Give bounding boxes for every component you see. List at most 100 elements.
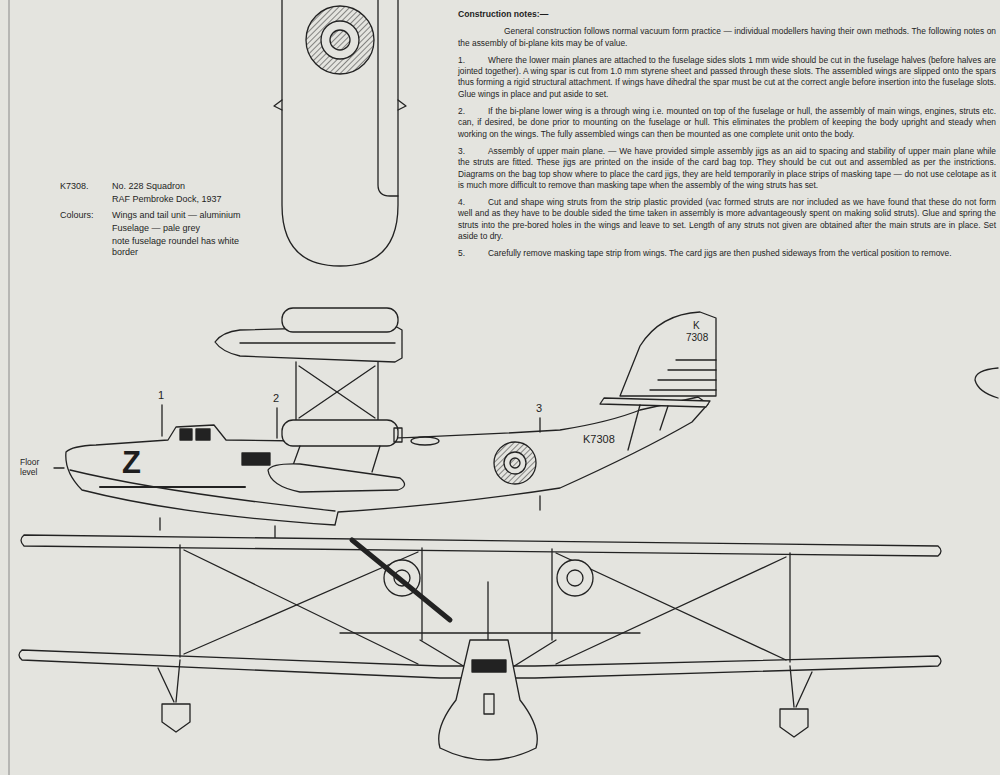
drawing-stroke bbox=[282, 420, 398, 446]
note-row: 1.Where the lower main planes are attach… bbox=[458, 55, 996, 100]
drawing-stroke bbox=[242, 453, 270, 465]
note-number: 3. bbox=[458, 146, 465, 157]
drawing-stroke bbox=[796, 672, 812, 707]
colour-note: Wings and tail unit — aluminium bbox=[112, 210, 241, 221]
colour-note: Fuselage — pale grey bbox=[112, 223, 200, 234]
drawing-stroke bbox=[161, 405, 162, 436]
drawing-stroke bbox=[196, 429, 210, 440]
note-number: 2. bbox=[458, 106, 465, 117]
notes-heading: Construction notes:— bbox=[458, 9, 996, 20]
drawing-stroke bbox=[510, 458, 520, 468]
colour-note: note fuselage roundel has white border bbox=[112, 236, 262, 258]
drawing-stroke bbox=[600, 398, 710, 407]
aircraft-letter: Z bbox=[122, 444, 141, 481]
drawing-stroke bbox=[274, 100, 282, 110]
squadron-text: No. 228 Squadron bbox=[112, 181, 185, 192]
drawing-stroke bbox=[158, 668, 174, 702]
note-row: General construction follows normal vacu… bbox=[458, 26, 996, 49]
drawing-stroke bbox=[276, 408, 277, 438]
side-view bbox=[54, 308, 716, 540]
drawing-stroke bbox=[378, 0, 398, 196]
note-paragraph: General construction follows normal vacu… bbox=[458, 26, 996, 49]
drawing-stroke bbox=[539, 496, 540, 510]
drawing-stroke bbox=[411, 437, 439, 445]
hull-serial: K7308 bbox=[583, 433, 615, 446]
drawing-stroke bbox=[494, 442, 536, 484]
notes-column: Construction notes:— General construction… bbox=[458, 9, 996, 266]
drawing-stroke bbox=[420, 640, 470, 670]
drawing-stroke bbox=[9, 0, 998, 775]
sheet-edge bbox=[9, 0, 10, 775]
drawing-stroke bbox=[299, 366, 375, 418]
drawing-stroke bbox=[668, 369, 716, 370]
drawing-stroke bbox=[66, 397, 708, 525]
note-paragraph: Cut and shape wing struts from the strip… bbox=[458, 197, 996, 242]
drawing-stroke bbox=[340, 632, 640, 633]
drawing-stroke bbox=[789, 553, 790, 662]
note-row: Construction notes:— bbox=[458, 9, 996, 20]
drawing-stroke bbox=[551, 549, 552, 640]
drawing-stroke bbox=[658, 379, 716, 380]
drawing-stroke bbox=[508, 640, 556, 670]
partial-view bbox=[975, 368, 998, 398]
hull-plan-view bbox=[274, 0, 406, 266]
note-paragraph: Assembly of upper main plane. — We have … bbox=[458, 146, 996, 191]
fin-serial: 7308 bbox=[686, 332, 708, 344]
drawing-stroke bbox=[295, 362, 296, 421]
note-paragraph: Where the lower main planes are attached… bbox=[458, 55, 996, 100]
aircraft-serial: K7308. bbox=[60, 181, 89, 192]
drawing-stroke bbox=[54, 467, 64, 468]
floor-level-note: Floor level bbox=[20, 457, 52, 477]
drawing-stroke bbox=[394, 428, 402, 442]
note-row: 3.Assembly of upper main plane. — We hav… bbox=[458, 146, 996, 191]
drawing-stroke bbox=[372, 446, 380, 472]
drawing-stroke bbox=[159, 518, 160, 530]
drawing-stroke bbox=[21, 535, 941, 556]
drawing-stroke bbox=[330, 30, 350, 50]
note-number: 4. bbox=[458, 197, 465, 208]
drawing-stroke bbox=[660, 406, 668, 430]
drawing-stroke bbox=[539, 418, 540, 432]
colours-heading: Colours: bbox=[60, 210, 94, 221]
drawing-stroke bbox=[439, 640, 538, 760]
note-paragraph: Carefully remove masking tape strip from… bbox=[458, 248, 996, 259]
fin-serial: K bbox=[693, 320, 700, 332]
callout-number: 1 bbox=[158, 389, 164, 402]
drawing-stroke bbox=[306, 6, 374, 74]
base-text: RAF Pembroke Dock, 1937 bbox=[112, 194, 222, 205]
drawing-stroke bbox=[398, 100, 406, 110]
drawing-stroke bbox=[676, 359, 716, 360]
drawing-stroke bbox=[282, 0, 398, 266]
drawing-stroke bbox=[472, 660, 506, 672]
drawing-stroke bbox=[162, 704, 190, 732]
drawing-stroke bbox=[557, 560, 593, 596]
drawing-stroke bbox=[176, 660, 180, 702]
drawing-stroke bbox=[484, 694, 494, 714]
drawing-stroke bbox=[352, 540, 450, 620]
drawing-stroke bbox=[620, 312, 716, 396]
drawing-stroke bbox=[321, 21, 359, 59]
callout-number: 2 bbox=[273, 392, 279, 405]
drawing-stroke bbox=[790, 666, 794, 707]
note-row: 2.If the bi-plane lower wing is a throug… bbox=[458, 106, 996, 140]
callout-number: 3 bbox=[536, 402, 542, 415]
drawing-stroke bbox=[240, 342, 395, 343]
note-row: 5.Carefully remove masking tape strip fr… bbox=[458, 248, 996, 259]
drawing-stroke bbox=[556, 557, 786, 664]
note-number: 1. bbox=[458, 55, 465, 66]
drawing-stroke bbox=[628, 405, 640, 450]
drawing-stroke bbox=[556, 553, 786, 660]
drawing-stroke bbox=[268, 464, 405, 492]
drawing-stroke bbox=[299, 366, 375, 418]
drawing-stroke bbox=[377, 362, 378, 421]
drawing-stroke bbox=[504, 452, 526, 474]
drawing-stroke bbox=[100, 486, 245, 488]
drawing-stroke bbox=[179, 545, 180, 657]
drawing-stroke bbox=[780, 709, 808, 737]
drawing-stroke bbox=[282, 308, 398, 332]
drawing-stroke bbox=[180, 429, 192, 440]
note-row: 4.Cut and shape wing struts from the str… bbox=[458, 197, 996, 242]
drawing-stroke bbox=[487, 582, 488, 640]
front-view bbox=[19, 535, 941, 760]
